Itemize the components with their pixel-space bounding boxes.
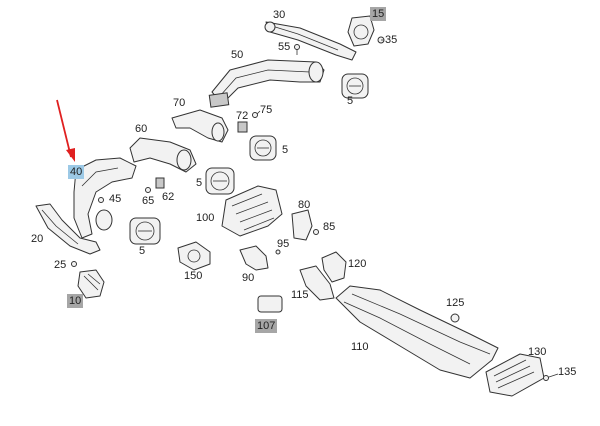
callout-85[interactable]: 85 <box>323 221 336 233</box>
part-40-duct[interactable] <box>73 157 137 239</box>
callout-72[interactable]: 72 <box>236 110 249 122</box>
callout-120[interactable]: 120 <box>348 258 367 270</box>
part-62-clip[interactable] <box>155 177 165 189</box>
callout-5-c[interactable]: 5 <box>196 177 203 189</box>
part-30-duct[interactable] <box>264 21 357 61</box>
part-107-cap[interactable] <box>257 295 283 313</box>
callout-5-d[interactable]: 5 <box>139 245 146 257</box>
callout-25[interactable]: 25 <box>54 259 67 271</box>
part-72-clip[interactable] <box>237 121 248 133</box>
callout-125[interactable]: 125 <box>446 297 465 309</box>
part-95-screw[interactable] <box>275 249 281 255</box>
callout-60[interactable]: 60 <box>135 123 148 135</box>
callout-50[interactable]: 50 <box>231 49 244 61</box>
part-85-screw[interactable] <box>313 229 319 235</box>
part-55-screw[interactable] <box>294 44 300 56</box>
part-75-screw[interactable] <box>252 110 261 118</box>
part-150-blower[interactable] <box>177 241 211 271</box>
part-80-vent[interactable] <box>291 209 313 241</box>
callout-130[interactable]: 130 <box>528 346 547 358</box>
callout-40-selected[interactable]: 40 <box>68 165 85 179</box>
callout-5-a[interactable]: 5 <box>347 95 354 107</box>
part-5-vent-c[interactable] <box>205 167 235 195</box>
callout-100[interactable]: 100 <box>196 212 215 224</box>
callout-35[interactable]: 35 <box>385 34 398 46</box>
callout-135[interactable]: 135 <box>558 366 577 378</box>
part-120-duct[interactable] <box>321 251 347 283</box>
callout-62[interactable]: 62 <box>162 191 175 203</box>
part-5-vent-a[interactable] <box>341 73 369 99</box>
part-130-rear-vent[interactable] <box>485 353 545 397</box>
callout-15[interactable]: 15 <box>370 7 387 21</box>
part-135-screw[interactable] <box>543 373 559 381</box>
callout-55[interactable]: 55 <box>278 41 291 53</box>
part-5-vent-d[interactable] <box>129 217 161 245</box>
callout-65[interactable]: 65 <box>142 195 155 207</box>
selection-arrow <box>56 99 75 162</box>
part-10-housing[interactable] <box>77 269 105 299</box>
callout-95[interactable]: 95 <box>277 238 290 250</box>
callout-30[interactable]: 30 <box>273 9 286 21</box>
part-50-duct[interactable] <box>208 59 325 108</box>
part-90-elbow[interactable] <box>239 245 269 271</box>
callout-20[interactable]: 20 <box>31 233 44 245</box>
callout-5-b[interactable]: 5 <box>282 144 289 156</box>
callout-10[interactable]: 10 <box>67 294 84 308</box>
part-115-duct[interactable] <box>299 265 335 301</box>
callout-75[interactable]: 75 <box>260 104 273 116</box>
callout-150[interactable]: 150 <box>184 270 203 282</box>
part-70-duct[interactable] <box>171 109 229 143</box>
callout-70[interactable]: 70 <box>173 97 186 109</box>
part-45-screw[interactable] <box>98 197 104 203</box>
part-100-grille[interactable] <box>221 185 283 237</box>
callout-80[interactable]: 80 <box>298 199 311 211</box>
part-35-screw[interactable] <box>377 36 385 44</box>
callout-107[interactable]: 107 <box>255 319 278 333</box>
part-25-screw[interactable] <box>71 261 77 267</box>
part-60-duct[interactable] <box>129 137 197 173</box>
callout-45[interactable]: 45 <box>109 193 122 205</box>
part-20-duct[interactable] <box>35 203 101 255</box>
callout-110[interactable]: 110 <box>351 341 369 353</box>
part-125-nut[interactable] <box>450 313 460 323</box>
part-110-floor-duct[interactable] <box>335 285 499 379</box>
callout-115[interactable]: 115 <box>291 289 309 301</box>
part-5-vent-b[interactable] <box>249 135 277 161</box>
part-65-screw[interactable] <box>145 187 151 193</box>
callout-90[interactable]: 90 <box>242 272 255 284</box>
